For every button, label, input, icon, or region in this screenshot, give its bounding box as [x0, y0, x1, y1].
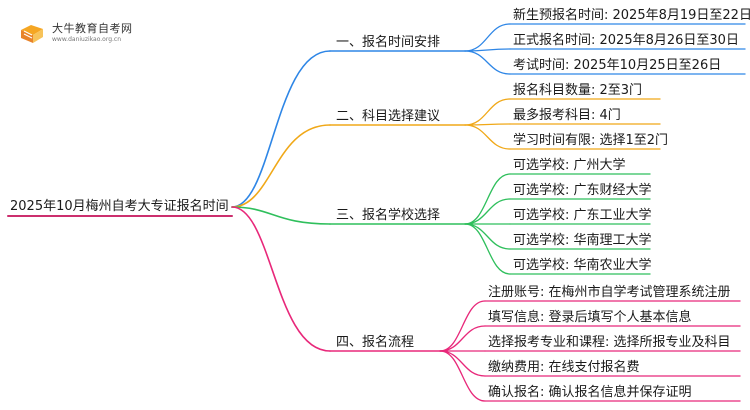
- branch-1-leaf-1-connector: [464, 23, 511, 52]
- branch-2-leaf-2: 最多报考科目: 4门: [513, 108, 621, 123]
- branch-2-connector: [231, 124, 331, 208]
- branch-2-leaf-3: 学习时间有限: 选择1至2门: [513, 133, 669, 148]
- branch-4-label: 四、报名流程: [336, 335, 415, 350]
- branch-2-label: 二、科目选择建议: [336, 109, 441, 124]
- branch-4-leaf-3: 选择报考专业和课程: 选择所报专业及科目: [488, 335, 731, 350]
- branch-1-leaf-2: 正式报名时间: 2025年8月26日至30日: [513, 33, 739, 48]
- branch-4-leaf-5-connector: [439, 350, 486, 402]
- book-icon: [21, 25, 43, 43]
- branch-4-leaf-2: 填写信息: 登录后填写个人基本信息: [488, 310, 692, 325]
- branch-2-leaf-1: 报名科目数量: 2至3门: [513, 83, 643, 98]
- branch-3-leaf-1-connector: [464, 173, 511, 225]
- branch-3-leaf-4: 可选学校: 华南理工大学: [513, 233, 652, 248]
- branch-1-label: 一、报名时间安排: [336, 35, 441, 50]
- branch-3-leaf-4-connector: [464, 223, 511, 250]
- branch-1-connector: [231, 50, 331, 208]
- root-node: 2025年10月梅州自考大专证报名时间: [10, 199, 229, 214]
- branch-3-label: 三、报名学校选择: [336, 208, 441, 223]
- branch-1-leaf-3: 考试时间: 2025年10月25日至26日: [513, 58, 722, 73]
- branch-4-leaf-1-connector: [439, 300, 486, 352]
- branch-3-leaf-1: 可选学校: 广州大学: [513, 158, 626, 173]
- branch-2-leaf-1-connector: [464, 98, 511, 126]
- branch-3-leaf-2-connector: [464, 198, 511, 225]
- branch-1-leaf-1: 新生预报名时间: 2025年8月19日至22日: [513, 8, 750, 23]
- branch-3-leaf-5-connector: [464, 223, 511, 275]
- branch-2-leaf-3-connector: [464, 124, 511, 150]
- branch-4-leaf-4-connector: [439, 350, 486, 377]
- branch-4-leaf-2-connector: [439, 325, 486, 352]
- logo-url: www.daniuzikao.org.cn: [52, 36, 122, 43]
- branch-3-leaf-5: 可选学校: 华南农业大学: [513, 258, 652, 273]
- branch-4-leaf-4: 缴纳费用: 在线支付报名费: [488, 360, 640, 375]
- logo: 大牛教育自考网 www.daniuzikao.org.cn: [10, 14, 150, 48]
- branch-3-connector: [231, 206, 331, 225]
- logo-title: 大牛教育自考网: [52, 22, 133, 35]
- branch-3-leaf-3: 可选学校: 广东工业大学: [513, 208, 652, 223]
- branch-4-leaf-5: 确认报名: 确认报名信息并保存证明: [488, 385, 692, 400]
- branch-1-leaf-3-connector: [464, 50, 511, 75]
- branch-4-leaf-1: 注册账号: 在梅州市自学考试管理系统注册: [488, 285, 731, 300]
- branch-4-connector: [231, 206, 331, 352]
- branch-3-leaf-2: 可选学校: 广东财经大学: [513, 183, 652, 198]
